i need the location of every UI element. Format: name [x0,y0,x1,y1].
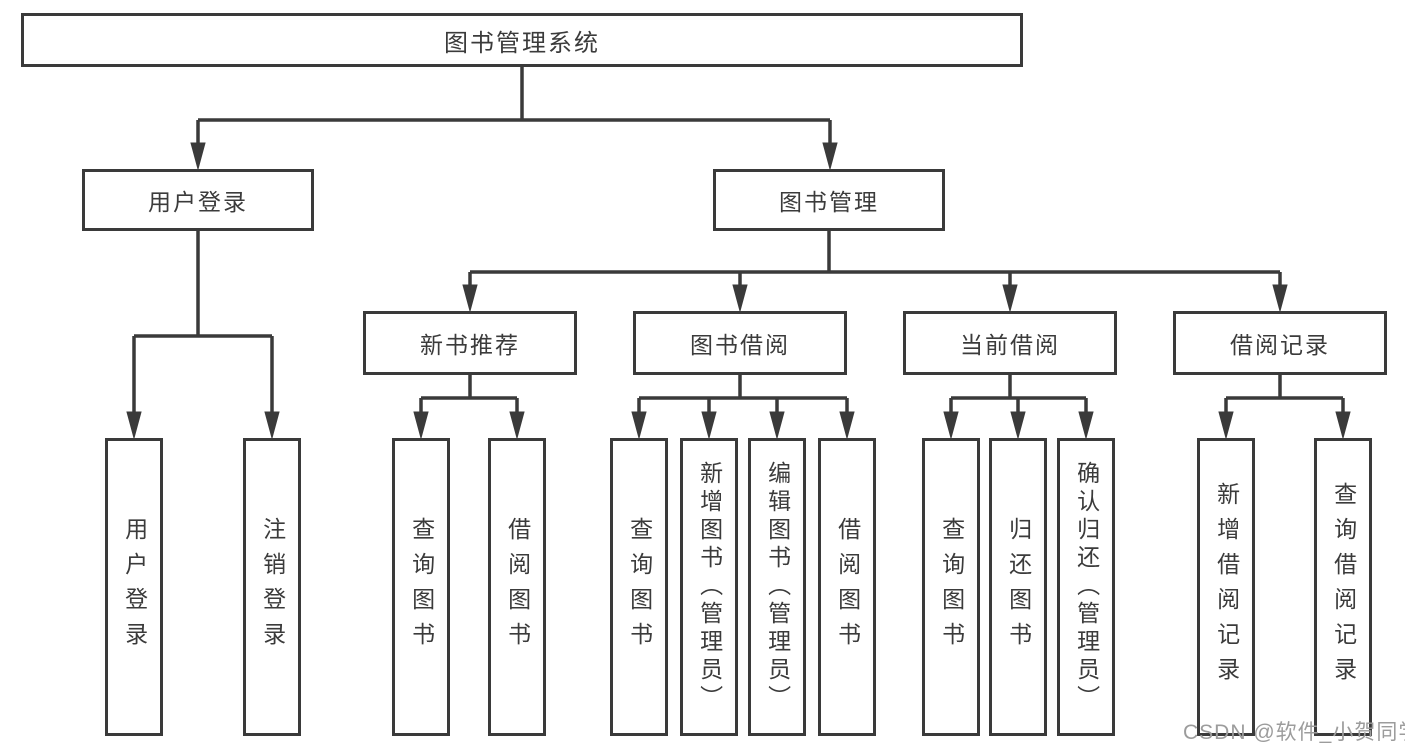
node-label: 当前借阅 [960,332,1060,358]
leaf-query-books-borrow: 查询图书 [610,438,668,736]
leaf-borrow-books-recommend: 借阅图书 [488,438,546,736]
leaf-query-books-recommend: 查询图书 [392,438,450,736]
node-current-borrowing: 当前借阅 [903,311,1117,375]
arrowhead-icon [190,142,206,171]
arrowhead-icon [1078,411,1094,440]
leaf-edit-book-admin: 编辑图书（管理员） [748,438,806,736]
leaf-query-books-current: 查询图书 [922,438,980,736]
arrowhead-icon [1002,284,1018,313]
arrowhead-icon [126,411,142,440]
leaf-logout: 注销登录 [243,438,301,736]
arrowhead-icon [1272,284,1288,313]
node-label: 用户登录 [148,189,248,215]
leaf-confirm-return-admin: 确认归还（管理员） [1057,438,1115,736]
node-label: 借阅图书 [834,517,861,657]
arrowhead-icon [822,142,838,171]
watermark: CSDN @软件_小贺同学 [1183,721,1405,744]
node-label: 归还图书 [1005,517,1032,657]
node-label: 借阅图书 [504,517,531,657]
node-label: 新增图书（管理员） [696,461,723,713]
node-borrowing-records: 借阅记录 [1173,311,1387,375]
node-label: 查询图书 [938,517,965,657]
node-new-book-recommendation: 新书推荐 [363,311,577,375]
node-label: 查询图书 [408,517,435,657]
arrowhead-icon [769,411,785,440]
leaf-borrow-books: 借阅图书 [818,438,876,736]
node-book-borrowing: 图书借阅 [633,311,847,375]
arrowhead-icon [839,411,855,440]
node-label: 图书借阅 [690,332,790,358]
node-label: 查询借阅记录 [1330,482,1357,692]
node-label: 查询图书 [626,517,653,657]
arrowhead-icon [943,411,959,440]
node-label: 图书管理 [779,189,879,215]
node-label: 新书推荐 [420,332,520,358]
arrowhead-icon [413,411,429,440]
arrowhead-icon [732,284,748,313]
arrowhead-icon [264,411,280,440]
arrowhead-icon [1218,411,1234,440]
arrowhead-icon [1010,411,1026,440]
arrowhead-icon [701,411,717,440]
node-label: 确认归还（管理员） [1073,461,1100,713]
leaf-return-book: 归还图书 [989,438,1047,736]
arrowhead-icon [509,411,525,440]
node-label: 用户登录 [121,517,148,657]
leaf-add-book-admin: 新增图书（管理员） [680,438,738,736]
node-library-management-system: 图书管理系统 [21,13,1023,67]
node-label: 借阅记录 [1230,332,1330,358]
node-label: 新增借阅记录 [1213,482,1240,692]
node-label: 图书管理系统 [444,29,600,57]
node-book-management: 图书管理 [713,169,945,231]
node-label: 编辑图书（管理员） [764,461,791,713]
node-label: 注销登录 [259,517,286,657]
node-user-login: 用户登录 [82,169,314,231]
leaf-user-login: 用户登录 [105,438,163,736]
arrowhead-icon [1335,411,1351,440]
arrowhead-icon [631,411,647,440]
leaf-add-borrow-record: 新增借阅记录 [1197,438,1255,736]
arrowhead-icon [462,284,478,313]
leaf-query-borrow-record: 查询借阅记录 [1314,438,1372,736]
